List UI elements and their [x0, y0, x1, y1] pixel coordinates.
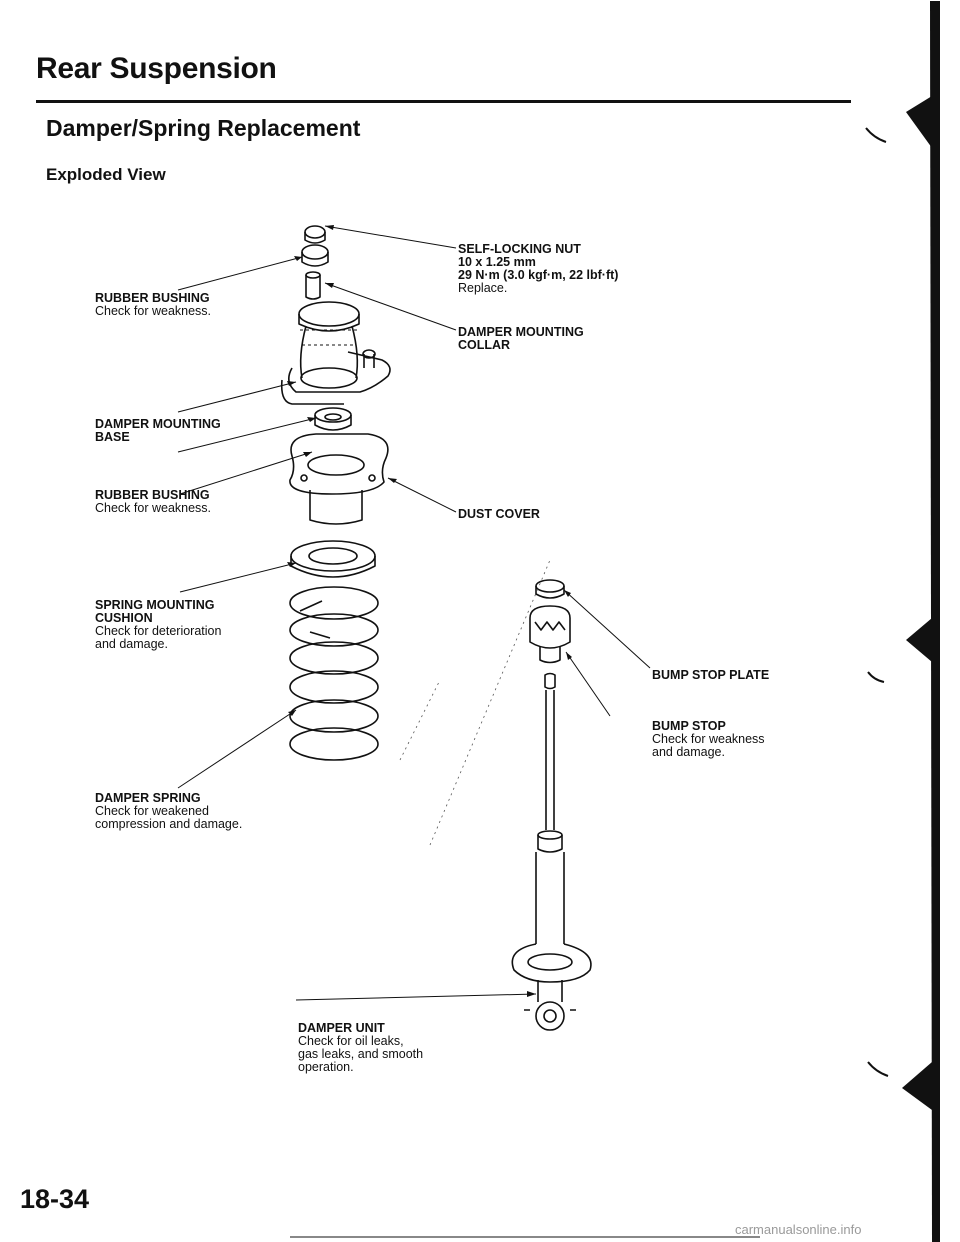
watermark: carmanualsonline.info [735, 1222, 862, 1237]
page-number: 18-34 [20, 1184, 90, 1214]
damper-unit-part [511, 672, 592, 1031]
label-damper-unit: DAMPER UNIT Check for oil leaks, gas lea… [298, 1021, 424, 1074]
binding-edge-marks [902, 1, 940, 1242]
dust-cover-part [289, 433, 389, 525]
leader-arrowheads [287, 225, 572, 997]
label-rubber-bushing-lower: RUBBER BUSHING Check for weakness. [95, 488, 212, 515]
label-damper-spring: DAMPER SPRING Check for weakened compres… [95, 791, 243, 831]
rubber-bushing-lower-part [314, 407, 352, 431]
damper-spring-part [289, 586, 379, 761]
bump-stop-part [529, 605, 571, 664]
spring-mounting-cushion-part [290, 540, 376, 578]
damper-mounting-base-part [280, 301, 391, 405]
label-damper-mounting-collar: DAMPER MOUNTING COLLAR [458, 325, 584, 352]
self-locking-nut-part [301, 225, 329, 267]
damper-mounting-collar-part [305, 271, 321, 300]
title-rule [36, 100, 851, 103]
bump-stop-plate-part [535, 579, 565, 599]
alignment-lines [399, 559, 551, 846]
section-title: Damper/Spring Replacement [46, 115, 361, 141]
label-rubber-bushing-upper: RUBBER BUSHING Check for weakness. [95, 291, 212, 318]
label-bump-stop-plate: BUMP STOP PLATE [652, 668, 770, 682]
subsection-title: Exploded View [46, 165, 166, 184]
label-dust-cover: DUST COVER [458, 507, 540, 521]
label-damper-mounting-base: DAMPER MOUNTING BASE [95, 417, 221, 444]
label-bump-stop: BUMP STOP Check for weakness and damage. [652, 719, 765, 759]
leader-lines [177, 225, 651, 1001]
label-self-locking-nut: SELF-LOCKING NUT 10 x 1.25 mm 29 N·m (3.… [458, 242, 619, 295]
label-spring-mounting-cushion: SPRING MOUNTING CUSHION Check for deteri… [95, 598, 222, 651]
page-title: Rear Suspension [36, 52, 277, 85]
corner-marks [865, 127, 889, 1077]
